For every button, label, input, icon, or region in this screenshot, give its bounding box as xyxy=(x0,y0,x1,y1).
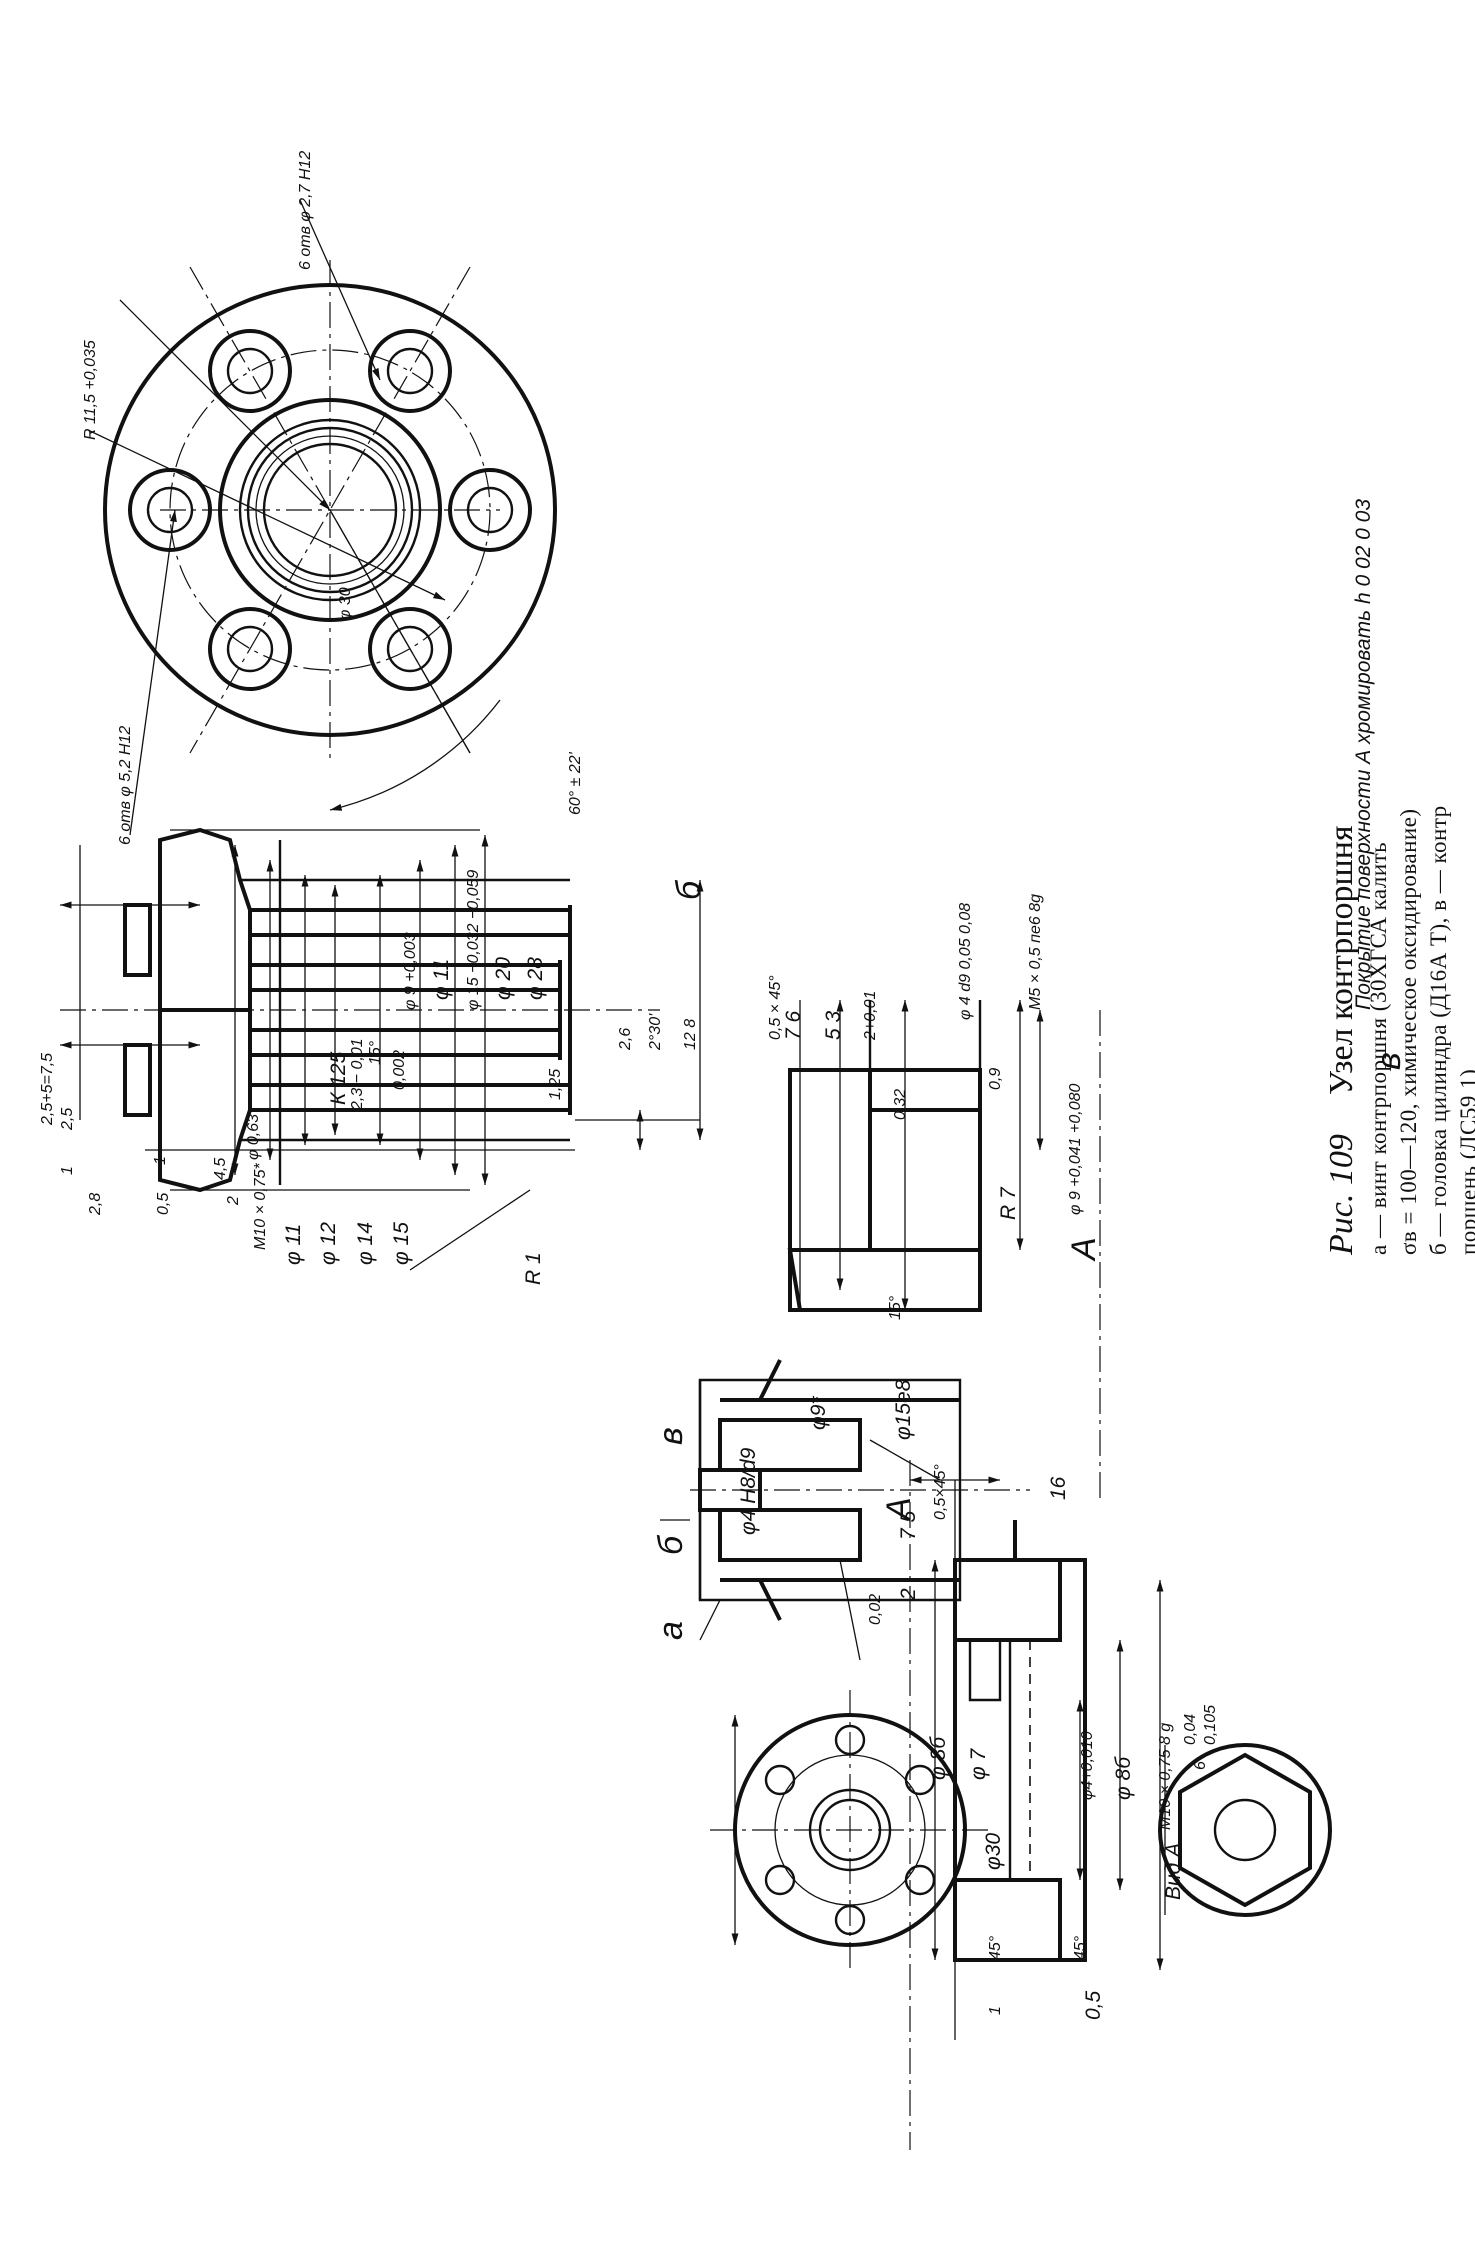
dim-phi-28: φ 28 xyxy=(524,957,547,1000)
dim-tol-0-002: 0,002 xyxy=(391,1050,408,1090)
dim-m10-thread: М10 × 0,75* xyxy=(252,1163,269,1251)
dim-phi-8b: φ 8б xyxy=(927,1736,950,1780)
dim-2-30: 2°30' xyxy=(647,1013,664,1051)
dim-phi-9-screw: φ 9 +0,041 +0,080 xyxy=(1067,1083,1084,1215)
dim-6-hex: 6 xyxy=(1192,1761,1209,1770)
caption-line-4: поршень (ЛС59 1) xyxy=(1456,1069,1475,1255)
dim-12-8: 12 8 xyxy=(682,1019,699,1050)
dim-0-5: 0,5 xyxy=(155,1193,172,1215)
view-a: Вид А 6 0,04 0,105 xyxy=(1160,1705,1330,1915)
dim-7-5: 7 5 xyxy=(897,1510,920,1540)
dim-phi-15-tol: φ 15 −0,032 −0,059 xyxy=(465,870,482,1010)
dim-phi-11-bottom: φ 11 xyxy=(282,1224,305,1265)
bolt-hole-1 xyxy=(370,331,450,411)
caption-line-1: а — винт контрпоршня (30ХГСА калить xyxy=(1366,842,1391,1255)
dim-phi-0-63: φ 0,63 xyxy=(245,1114,262,1160)
assembly-view: φ4 H8/d9 16 φ9* φ15е8 а б в xyxy=(652,1360,1070,1660)
dim-0-105: 0,105 xyxy=(1202,1705,1219,1745)
piston-section-view: 7 5 2 0,02 0,5×45° φ 8б φ 7 φ4+0,010 φ 8… xyxy=(867,1460,1174,2150)
dim-1: 1 xyxy=(987,2006,1004,2015)
dim-phi-14: φ 14 xyxy=(354,1222,377,1265)
dim-phi-4-h8: φ4 H8/d9 xyxy=(737,1447,760,1535)
dim-45-b: 45° xyxy=(1072,1935,1089,1960)
dim-1-bottom: 1 xyxy=(152,1156,169,1165)
dim-2-3: 2,3 − 0,01 xyxy=(349,1038,366,1111)
dim-6-holes-5-2: 6 отв φ 5,2 H12 xyxy=(117,726,134,845)
dim-0-32: 0,32 xyxy=(892,1089,909,1120)
dim-phi-15e8: φ15е8 xyxy=(892,1379,915,1440)
view-label-v: в xyxy=(1370,1052,1408,1070)
dim-7-6: 7 6 xyxy=(782,1010,805,1040)
dim-phi-15: φ 15 xyxy=(390,1222,413,1265)
bolt-hole-2 xyxy=(450,470,530,550)
dim-45-a: 45° xyxy=(987,1935,1004,1960)
dim-r1: R 1 xyxy=(522,1252,545,1285)
dim-2-6: 2,6 xyxy=(617,1028,634,1051)
part-label-a: а xyxy=(652,1621,690,1640)
dim-15-deg: 15° xyxy=(367,1040,384,1065)
dim-phi-30-plan: φ 30 xyxy=(337,587,354,620)
dim-4-5: 4,5 xyxy=(212,1158,229,1180)
dim-r7: R 7 xyxy=(997,1186,1020,1220)
caption-line-2: σв = 100—120, химическое оксидирование) xyxy=(1396,808,1421,1255)
dim-phi-4-tol: φ4+0,010 xyxy=(1079,1731,1096,1800)
dim-5-3: 5 3 xyxy=(822,1010,845,1040)
dim-phi-4-d9: φ 4 d9 0,05 0,08 xyxy=(957,903,974,1020)
dim-15-deg-screw: 15° xyxy=(887,1295,904,1320)
dim-2-8: 2,8 xyxy=(87,1193,104,1216)
dim-phi-12: φ 12 xyxy=(317,1222,340,1265)
dim-60-deg: 60° ± 22' xyxy=(567,751,584,815)
dim-2: 2 xyxy=(897,1588,920,1601)
dim-phi-7: φ 7 xyxy=(967,1747,990,1780)
caption-line-3: б — головка цилиндра (Д16А Т), в — контр xyxy=(1426,805,1451,1255)
bolt-hole-6 xyxy=(210,331,290,411)
coating-note: Покрытие поверхности А хромировать h 0 0… xyxy=(1352,499,1375,1010)
dim-0-9: 0,9 xyxy=(987,1068,1004,1090)
dim-1-25: 1,25 xyxy=(547,1069,564,1100)
dim-phi-11-top: φ 11 xyxy=(430,959,453,1000)
caption-figure-number: Рис. 109 xyxy=(1323,1134,1360,1256)
dim-16: 16 xyxy=(1047,1476,1070,1500)
part-label-v: в xyxy=(652,1427,690,1445)
dim-phi-9: φ 9 +0,003 xyxy=(402,932,419,1010)
dim-phi-9-star: φ9* xyxy=(807,1396,830,1430)
bolt-hole-3 xyxy=(370,609,450,689)
dim-r-11-5: R 11,5 +0,035 xyxy=(82,340,99,440)
dim-k-125: К 125 xyxy=(327,1051,350,1105)
part-label-b: б xyxy=(652,1534,690,1555)
caption-title: Узел контрпоршня xyxy=(1323,825,1360,1095)
dim-0-04: 0,04 xyxy=(1182,1714,1199,1745)
figure-caption: Рис. 109 Узел контрпоршня а — винт контр… xyxy=(1323,805,1475,1256)
dim-2-inner: 2 xyxy=(225,1196,242,1206)
dim-phi-8b-bottom: φ 8б xyxy=(1112,1756,1135,1800)
dim-phi-30-front: φ30 xyxy=(982,1833,1005,1870)
head-plan-view: R 11,5 +0,035 6 отв φ 2,7 H12 6 отв φ 5,… xyxy=(82,151,584,845)
section-label-a: А xyxy=(1065,1237,1103,1262)
dim-0-5-bottom: 0,5 xyxy=(1082,1990,1105,2020)
dim-0-02: 0,02 xyxy=(867,1594,884,1625)
view-label-b: б xyxy=(670,879,708,900)
head-section-view: φ 28 φ 20 φ 15 −0,032 −0,059 φ 11 φ 9 +0… xyxy=(39,830,708,1285)
dim-0-5-45-screw: 0,5 × 45° xyxy=(767,975,784,1040)
dim-1-top: 1 xyxy=(59,1166,76,1175)
dim-phi-20: φ 20 xyxy=(492,957,515,1000)
front-view: φ30 xyxy=(710,1690,1005,1970)
dim-2-5: 2,5 xyxy=(59,1108,76,1131)
arrow-label-a: А xyxy=(880,1497,918,1522)
screw-section-view: 7 6 5 3 2+0,01 0,5 × 45° 0,32 0,9 R 7 15… xyxy=(767,894,1408,1500)
dim-2-001: 2+0,01 xyxy=(862,991,879,1041)
bolt-hole-4 xyxy=(210,609,290,689)
view-a-title: Вид А xyxy=(1162,1843,1185,1900)
dim-2-5-plus-5: 2,5+5=7,5 xyxy=(39,1053,56,1126)
dim-m5-thread: М5 × 0,5 пе6 8g xyxy=(1027,894,1044,1010)
dim-6-holes-2-7: 6 отв φ 2,7 H12 xyxy=(297,151,314,270)
dim-0-5-45: 0,5×45° xyxy=(932,1464,949,1520)
